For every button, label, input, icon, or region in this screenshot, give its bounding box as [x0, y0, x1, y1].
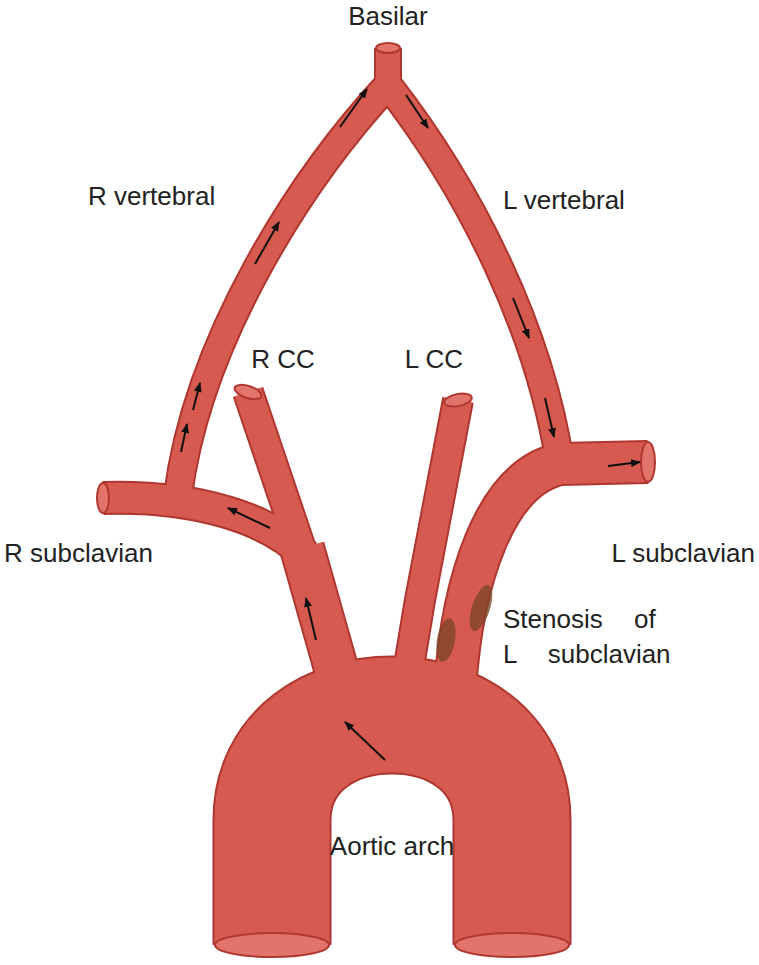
anatomy-label: Stenosis of L subclavian: [503, 602, 691, 672]
anatomy-label: R subclavian: [4, 537, 204, 569]
anatomy-label: R CC: [233, 343, 333, 375]
anatomy-label: L vertebral: [503, 184, 683, 216]
anatomy-label: Aortic arch: [292, 830, 492, 862]
stenosis-plaque: [433, 582, 497, 663]
anatomy-label: Basilar: [288, 0, 488, 32]
anatomy-label: R vertebral: [88, 180, 268, 212]
anatomy-label: L subclavian: [555, 537, 755, 569]
vessel-open-ends: [97, 43, 655, 957]
anatomy-label: L CC: [384, 343, 484, 375]
